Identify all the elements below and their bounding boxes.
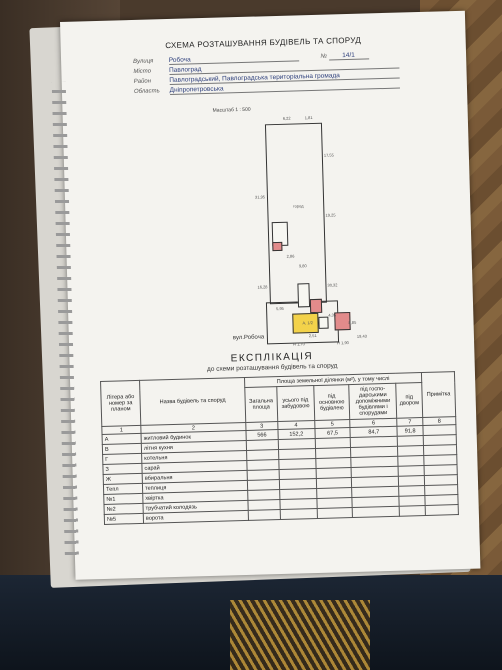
yard-label: город: [293, 203, 304, 209]
row-aux: [352, 506, 400, 518]
col-note: Примітка: [421, 371, 456, 418]
city-label: Місто: [133, 68, 152, 75]
col-yard: під двором: [395, 382, 423, 419]
plot-boundary-upper: [264, 122, 327, 305]
row-total: [248, 509, 281, 521]
number-label: №: [320, 53, 327, 60]
col-total: Загальна площа: [244, 386, 278, 423]
plan-scale: Масштаб 1 : 500: [212, 106, 251, 114]
dim-label: 1,81: [304, 114, 313, 121]
row-yard: [399, 505, 426, 517]
dim-label: 19,25: [325, 212, 336, 218]
row-main: [316, 507, 353, 519]
outbuilding-greenhouse: [318, 316, 329, 329]
dim-label: H 1,70: [293, 341, 305, 347]
dim-label: 2,86: [286, 253, 295, 259]
site-plan: А, 1/2 город 6,22 1,81 17,55 31,95 19,25…: [213, 111, 379, 350]
document-page: СХЕМА РОЗТАШУВАННЯ БУДІВЕЛЬ ТА СПОРУД Ву…: [51, 10, 481, 580]
col-letter: Літера або номер за планом: [100, 380, 141, 427]
dim-label: 19,43: [356, 333, 367, 339]
explication-table: Літера або номер за планом Назва будівел…: [100, 371, 459, 525]
dim-label: H 1,90: [336, 340, 349, 346]
dim-label: 30,32: [327, 282, 338, 288]
dim-label: 8,85: [348, 319, 357, 326]
bag-zipper: [230, 600, 370, 670]
dim-label: 6,22: [282, 115, 291, 121]
dim-label: 31,95: [254, 194, 266, 200]
outbuilding-shed: [297, 283, 311, 308]
col-aux: під госпо-дарськими допоміжними будівлям…: [349, 383, 397, 420]
dim-label: 4,35: [328, 312, 337, 318]
street-caption: вул.Робоча: [232, 334, 265, 342]
row-code: №5: [104, 513, 144, 525]
dim-label: 9,80: [298, 263, 307, 269]
col-main: під основною будівлею: [313, 384, 350, 421]
row-note: [425, 504, 459, 516]
row-name: ворота: [143, 510, 249, 524]
row-built: [279, 508, 318, 520]
dim-label: 17,55: [323, 152, 334, 158]
outbuilding-toilet: [309, 298, 323, 314]
dim-label: 2,51: [308, 332, 317, 339]
region-label: Область: [133, 88, 160, 95]
outbuilding-kitchen: [272, 241, 283, 252]
dim-label: 5,95: [276, 305, 284, 312]
document-title: СХЕМА РОЗТАШУВАННЯ БУДІВЕЛЬ ТА СПОРУД: [165, 35, 362, 51]
number-value: 14/1: [328, 51, 369, 61]
dim-label: 16,28: [257, 284, 268, 290]
col-built: усього під забудовою: [276, 385, 315, 422]
district-label: Район: [133, 78, 152, 85]
building-a-label: А, 1/2: [302, 320, 314, 326]
street-label: Вулиця: [133, 58, 154, 65]
col-name: Назва будівель та споруд: [139, 377, 246, 426]
